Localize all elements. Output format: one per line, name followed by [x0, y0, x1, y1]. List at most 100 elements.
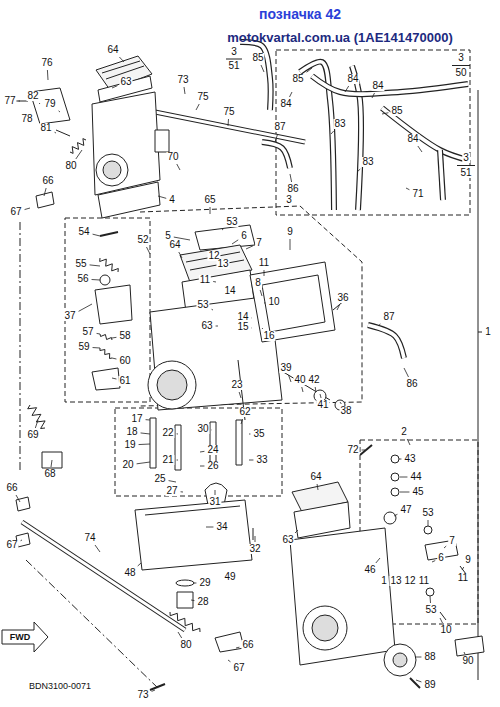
callout-number: 4 [168, 195, 176, 205]
bore [303, 606, 347, 650]
lever [92, 368, 120, 390]
leader-line [112, 337, 116, 339]
callout-number: 85 [390, 106, 403, 116]
screw [360, 445, 372, 455]
screw [410, 678, 420, 688]
leader-line [249, 434, 250, 435]
leader-line [137, 462, 150, 464]
callout-number: 89 [423, 680, 436, 690]
carb-body [92, 92, 160, 195]
callout-number: 3 [462, 153, 470, 163]
washer [426, 588, 434, 596]
callout-number: 25 [153, 474, 166, 484]
callout-number: 83 [361, 157, 374, 167]
leader-line [181, 491, 183, 492]
leader-line [177, 433, 178, 434]
callout-number: 28 [196, 597, 209, 607]
bore-inner [312, 615, 338, 641]
callout-number: 33 [255, 455, 268, 465]
leader-line [112, 86, 117, 88]
spring [100, 334, 112, 359]
leader-line [95, 545, 100, 552]
leader-line [39, 103, 41, 104]
callout-number: 72 [346, 445, 359, 455]
bore-inner [103, 161, 121, 179]
leader-line [76, 150, 82, 159]
callout-number: 67 [5, 540, 18, 550]
leader-line [112, 378, 116, 379]
callout-number: 26 [206, 461, 219, 471]
callout-number: 23 [230, 380, 243, 390]
leader-line [290, 239, 291, 250]
callout-number: 6 [437, 553, 445, 563]
callout-number: 3 [230, 47, 238, 57]
leader-line [147, 247, 151, 254]
callout-number: 39 [279, 363, 292, 373]
callout-number: 19 [123, 440, 136, 450]
callout-number: 48 [123, 568, 136, 578]
callout-number: 87 [273, 122, 286, 132]
leader-line [169, 481, 176, 482]
leader-line [200, 466, 204, 467]
connector [455, 636, 484, 656]
callout-number: 1 [380, 576, 388, 586]
leader-line [289, 375, 292, 382]
leader-line [213, 281, 216, 283]
callout-number: 57 [81, 327, 94, 337]
hose-inner [262, 142, 290, 168]
bracket [95, 285, 132, 324]
callout-number: 10 [439, 625, 452, 635]
callout-number: 22 [161, 428, 174, 438]
callout-number: 1 [484, 327, 492, 337]
callout-number: 85 [251, 53, 264, 63]
callout-number: 14 [236, 312, 249, 322]
leader-line [357, 169, 360, 172]
jet [150, 418, 156, 468]
leader-line [251, 317, 252, 318]
leader-line [376, 558, 380, 563]
jet [210, 422, 216, 462]
leader-line [21, 540, 22, 542]
leader-line [407, 439, 410, 445]
parts-drawing [2, 42, 484, 690]
leader-line [331, 131, 334, 134]
leader-line [158, 196, 166, 198]
callout-number: 80 [179, 640, 192, 650]
callout-number: 13 [389, 576, 402, 586]
hose-inner [440, 150, 443, 200]
leader-line [400, 477, 407, 478]
leader-line [215, 490, 216, 495]
callout-number: 7 [255, 238, 263, 248]
nut [100, 275, 110, 285]
callout-number: 78 [20, 114, 33, 124]
callout-number: 30 [196, 424, 209, 434]
callout-number: 90 [461, 656, 474, 666]
callout-number: 41 [316, 400, 329, 410]
leader-line [261, 65, 264, 72]
callout-number: 81 [39, 123, 52, 133]
pivot [384, 512, 396, 524]
leader-line [239, 392, 241, 398]
hose-inner [300, 62, 334, 210]
leader-line [92, 279, 100, 280]
spring [100, 258, 119, 272]
callout-number: 13 [216, 259, 229, 269]
leader-line [19, 101, 20, 102]
callout-number: 63 [281, 535, 294, 545]
leader-line [55, 132, 56, 134]
callout-number: 3 [285, 195, 293, 205]
diaphragm-cover [250, 262, 335, 342]
callout-number: 21 [161, 455, 174, 465]
drain-plug [177, 592, 193, 608]
callout-number: 84 [371, 81, 384, 91]
callout-number: 64 [106, 45, 119, 55]
callout-number: 11 [258, 258, 270, 268]
leader-line [428, 520, 429, 526]
leader-line [193, 583, 196, 584]
leader-line [444, 546, 446, 548]
callout-number: 79 [43, 99, 56, 109]
hose-inner [312, 76, 468, 94]
leader-line [35, 420, 38, 428]
leader-line [216, 326, 218, 327]
bore-inner [157, 370, 187, 400]
